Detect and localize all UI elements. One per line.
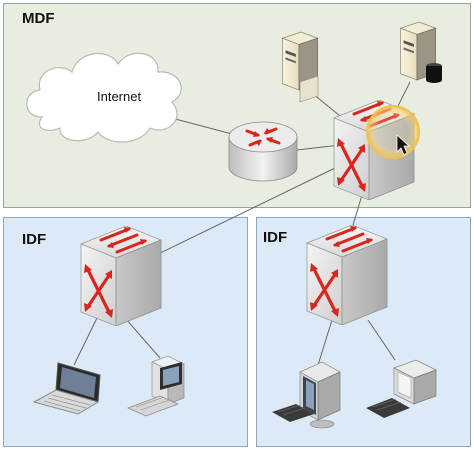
mdf-label: MDF	[22, 10, 55, 27]
laptop-icon	[32, 362, 101, 415]
server-icon	[399, 21, 442, 83]
cursor-highlight	[366, 105, 420, 159]
server-icon	[281, 31, 319, 103]
keyboard-icon	[366, 398, 410, 418]
monitor-icon	[299, 361, 341, 429]
internet-label: Internet	[97, 89, 141, 104]
cloud-icon	[26, 52, 182, 143]
desktop-computer-icon	[151, 355, 185, 405]
keyboard-icon	[272, 404, 314, 422]
mouse-pointer-icon	[396, 134, 411, 156]
monitor-icon	[393, 359, 437, 405]
idf-right-label: IDF	[263, 229, 288, 246]
idf-left-label: IDF	[22, 231, 47, 248]
switch-icon	[80, 226, 162, 326]
router-icon	[228, 121, 298, 182]
switch-icon	[306, 225, 388, 325]
keyboard-icon	[127, 395, 179, 417]
